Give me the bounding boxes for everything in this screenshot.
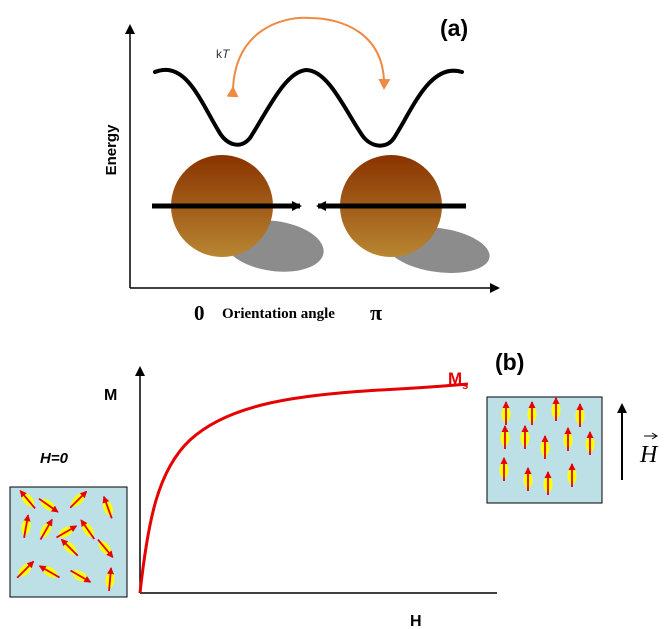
random-particle — [38, 497, 59, 513]
energy-curve — [153, 67, 464, 148]
aligned-particle — [501, 401, 511, 425]
thermal-label: kT — [216, 47, 231, 61]
random-particle-moment — [38, 497, 59, 513]
random-particle-moment — [70, 569, 92, 583]
random-moments-group — [16, 490, 115, 592]
random-particle — [60, 538, 79, 557]
random-particle — [80, 519, 96, 540]
random-particle — [97, 538, 114, 558]
aligned-particle — [523, 467, 533, 491]
panel-a-label: (a) — [440, 15, 468, 41]
random-particle — [39, 518, 53, 540]
aligned-particle — [567, 463, 577, 487]
panel-a: kT (a) Energy 0 Orientation angle π — [103, 15, 500, 325]
aligned-particle — [540, 435, 550, 459]
h-axis-label: H — [410, 613, 422, 629]
random-particle — [70, 569, 92, 583]
orientation-angle-label: Orientation angle — [222, 306, 335, 322]
random-particle — [16, 560, 35, 579]
aligned-particle — [575, 403, 585, 427]
aligned-particle — [543, 471, 553, 495]
random-particle — [102, 495, 114, 519]
random-particle-moment — [97, 538, 114, 558]
saturation-label: Ms — [448, 369, 468, 392]
random-particle — [21, 514, 31, 538]
panel-b-label: (b) — [495, 349, 524, 375]
aligned-moments-group — [499, 397, 595, 495]
random-particle — [38, 565, 60, 579]
m-axis-label: M — [104, 387, 117, 404]
random-particle-moment — [56, 525, 78, 539]
aligned-particle — [551, 397, 561, 421]
panel-b: M H (b) Ms H=0 H — [9, 349, 659, 629]
angle-pi-label: π — [370, 300, 382, 325]
aligned-particle — [563, 427, 573, 451]
random-particle — [56, 525, 78, 539]
aligned-particle — [527, 401, 537, 425]
random-particle-moment — [23, 514, 31, 538]
random-particle-moment — [19, 490, 36, 510]
field-vector-label: H — [639, 442, 659, 468]
aligned-particle — [585, 431, 595, 455]
random-particle-moment — [102, 495, 113, 519]
random-particle — [69, 490, 88, 509]
random-particle-moment — [107, 567, 115, 592]
thermal-hop-arrow — [226, 16, 391, 98]
random-particle-moment — [38, 565, 60, 579]
zero-field-label: H=0 — [40, 450, 69, 467]
random-particle — [19, 490, 36, 510]
aligned-particle — [500, 425, 510, 449]
field-vector-tip — [651, 432, 658, 440]
random-particle-moment — [80, 519, 96, 540]
magnetization-curve — [138, 382, 469, 594]
aligned-particle — [520, 425, 530, 449]
energy-axis-label: Energy — [103, 124, 120, 176]
random-particle-moment — [69, 490, 88, 509]
aligned-particle — [499, 457, 509, 481]
random-particle-moment — [16, 560, 35, 579]
random-particle-moment — [60, 538, 79, 557]
random-particle-moment — [39, 518, 53, 540]
angle-zero-label: 0 — [194, 301, 205, 325]
random-particle — [105, 567, 115, 592]
